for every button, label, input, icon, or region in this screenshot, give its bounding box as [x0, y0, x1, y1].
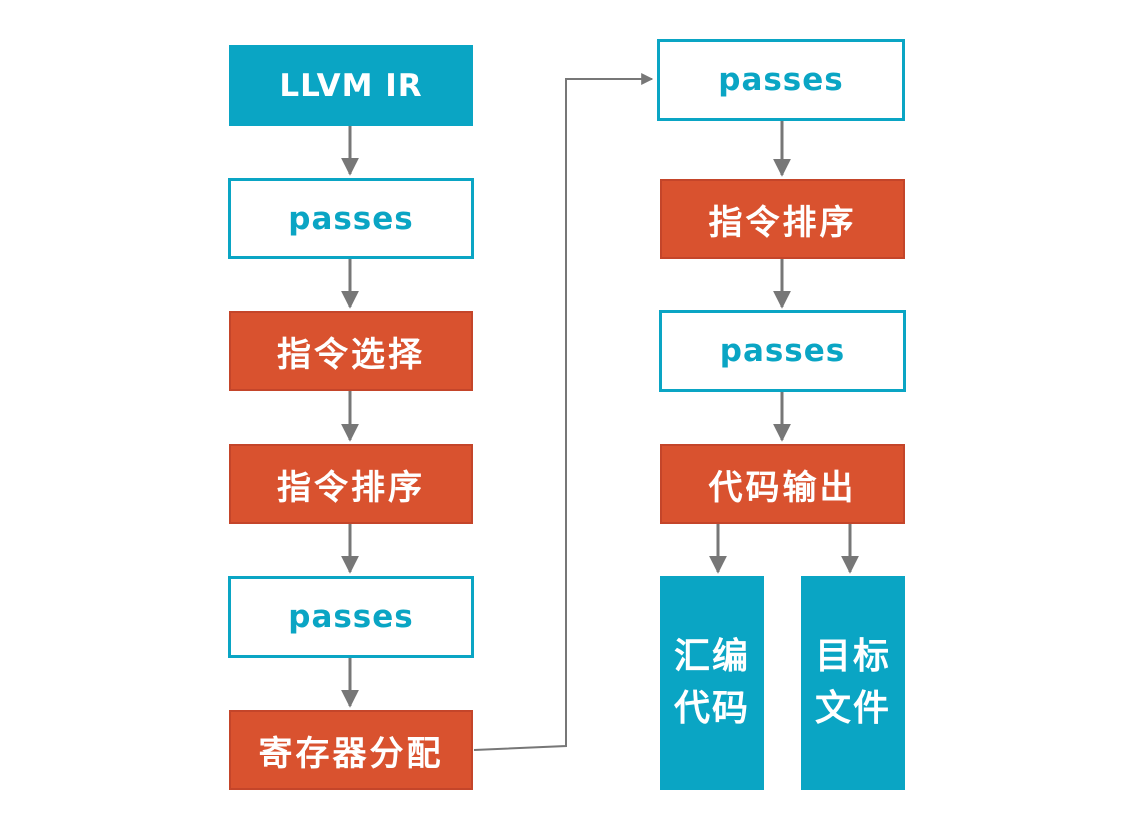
assembly-line-1: 汇编 — [673, 636, 750, 677]
arrow-register-allocation-to-right-passes — [473, 73, 654, 751]
node-passes-2: passes — [228, 576, 474, 658]
node-object-file: 目标 文件 — [801, 576, 905, 790]
object-file-line-1: 目标 — [814, 636, 891, 677]
node-instruction-scheduling-1: 指令排序 — [229, 444, 473, 524]
node-instruction-scheduling-2: 指令排序 — [660, 179, 905, 259]
assembly-line-2: 代码 — [673, 688, 750, 729]
node-passes-1: passes — [228, 178, 474, 259]
node-register-allocation: 寄存器分配 — [229, 710, 473, 790]
node-assembly-code: 汇编 代码 — [660, 576, 764, 790]
node-code-emission: 代码输出 — [660, 444, 905, 524]
node-passes-4: passes — [659, 310, 906, 392]
node-llvm-ir: LLVM IR — [229, 45, 473, 126]
node-instruction-selection: 指令选择 — [229, 311, 473, 391]
node-passes-3: passes — [657, 39, 905, 121]
object-file-line-2: 文件 — [814, 688, 891, 729]
